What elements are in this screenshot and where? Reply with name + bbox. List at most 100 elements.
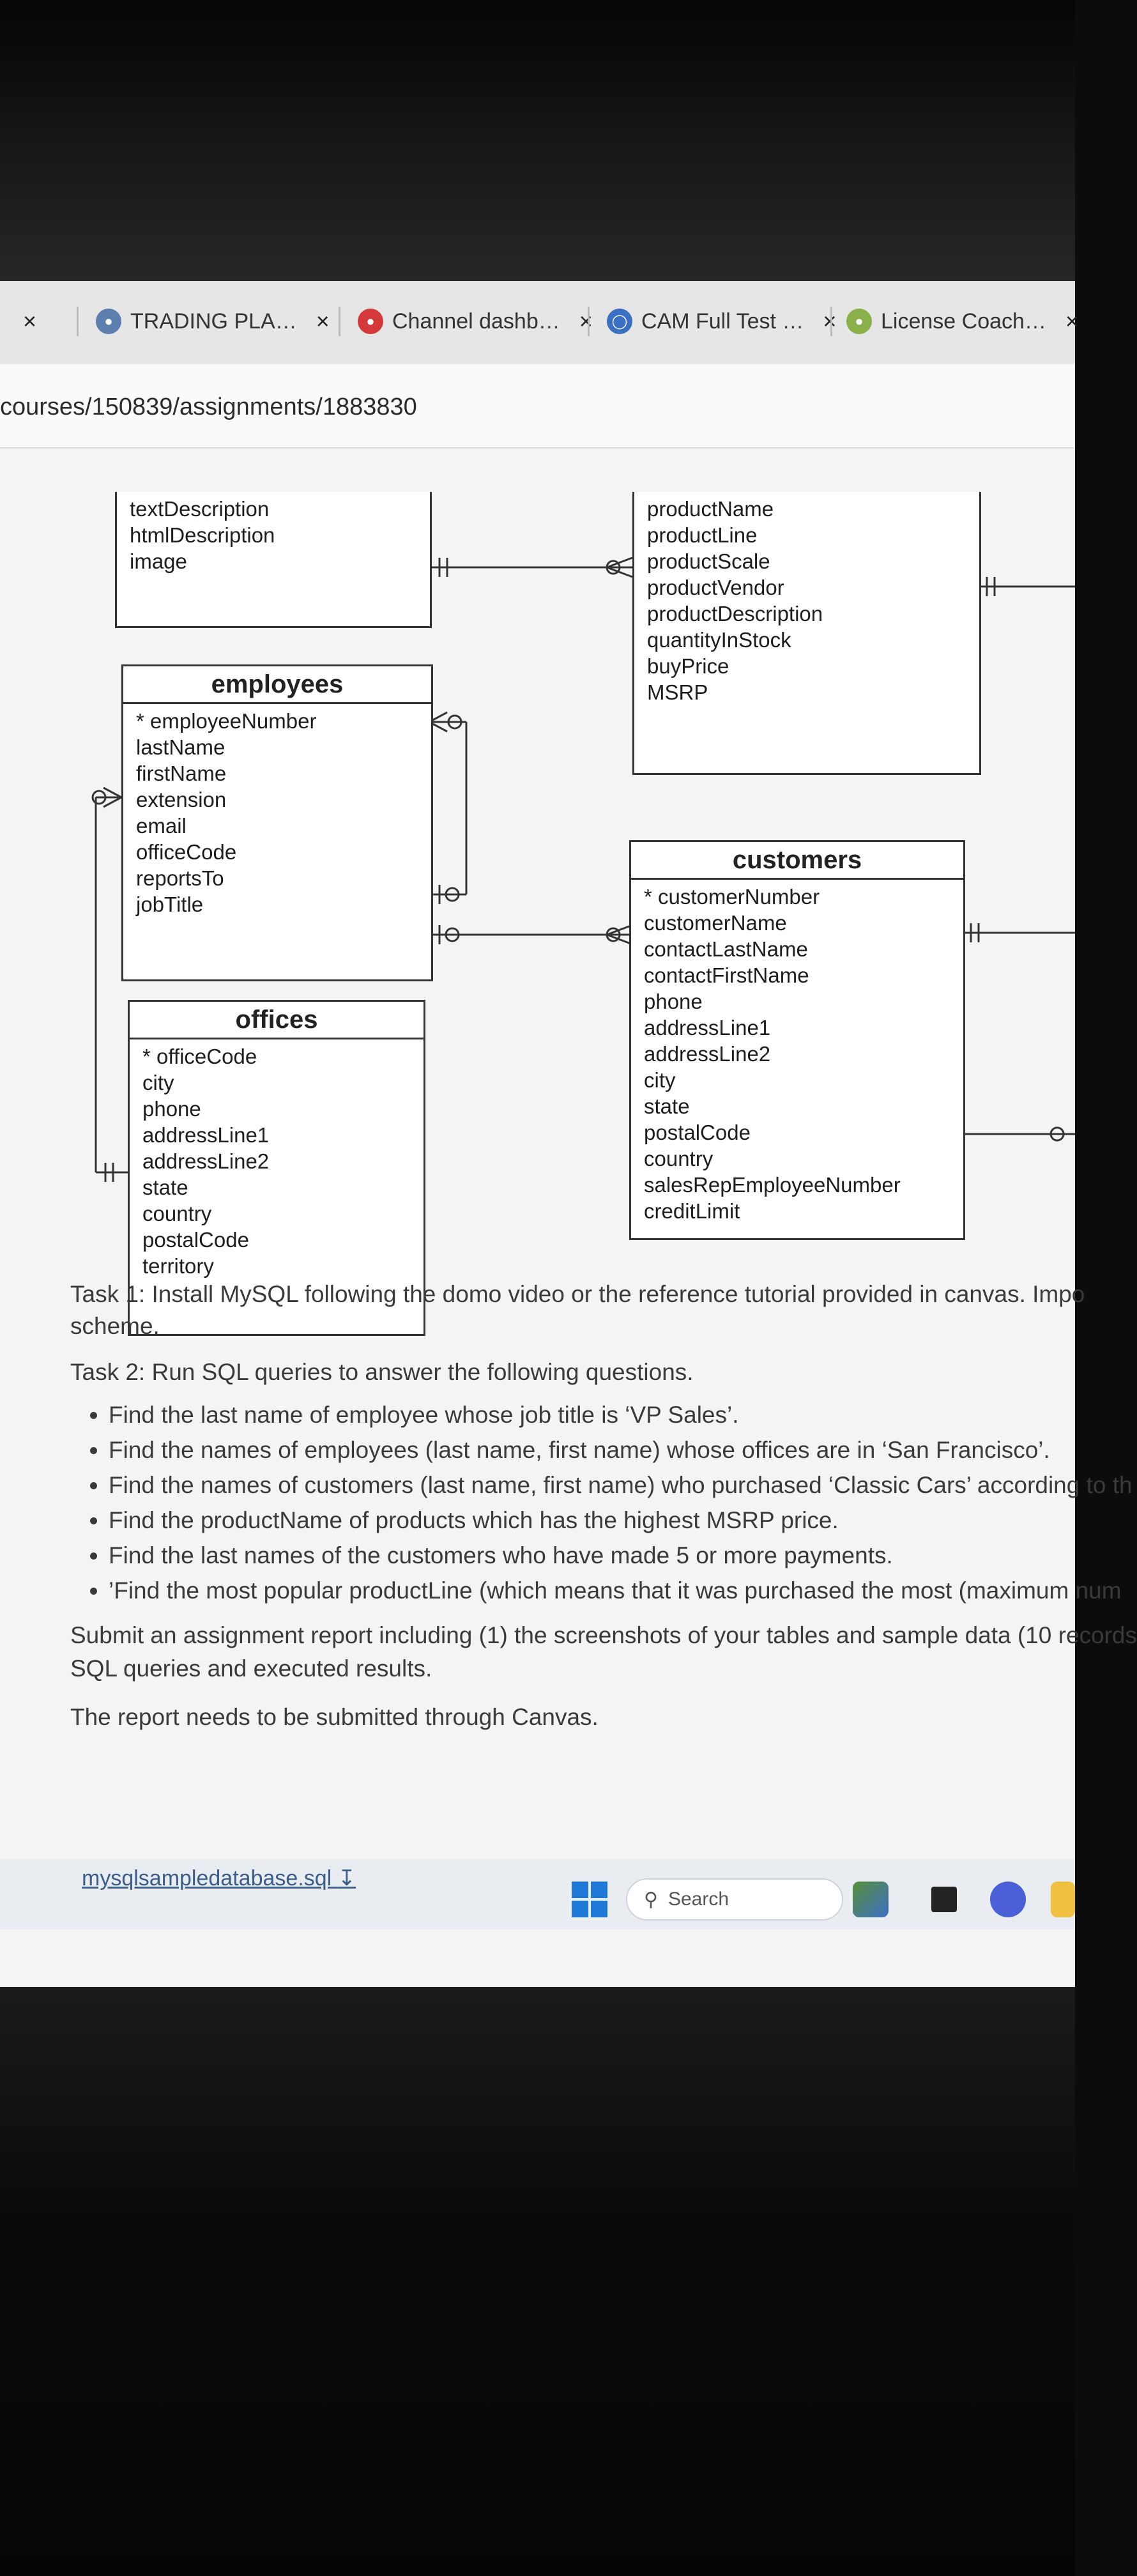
entity-field: image (130, 549, 187, 573)
widgets-icon[interactable] (853, 1882, 889, 1917)
download-link[interactable]: mysqlsampledatabase.sql ↧ (82, 1866, 356, 1891)
submit-continued: SQL queries and executed results. (70, 1655, 432, 1682)
entity-field: textDescription (130, 497, 270, 521)
entity-field: productDescription (647, 602, 823, 625)
close-icon[interactable]: × (23, 308, 37, 334)
tab-bar: × ● TRADING PLA… × ● Channel dashb… × ◯ … (0, 281, 1079, 364)
question-list: Find the last name of employee whose job… (70, 1397, 1133, 1608)
entity-field: phone (644, 990, 703, 1013)
file-link-label[interactable]: mysqlsampledatabase.sql (82, 1866, 332, 1890)
entity-field: jobTitle (136, 893, 204, 916)
entity-offices: offices * officeCode city phone addressLine… (128, 1000, 425, 1336)
entity-field: customerName (644, 911, 787, 935)
tab-label: License Coach… (881, 309, 1046, 334)
entity-field: contactLastName (644, 937, 808, 961)
close-icon[interactable]: × (316, 308, 330, 334)
entity-field: MSRP (647, 680, 708, 704)
download-icon[interactable]: ↧ (337, 1866, 356, 1890)
tab-trading-plan[interactable]: ● TRADING PLA… × (96, 305, 330, 337)
entity-field: state (142, 1176, 188, 1199)
search-icon: ⚲ (644, 1889, 658, 1910)
tab-license-coach[interactable]: ● License Coach… × (846, 305, 1079, 337)
entity-field: salesRepEmployeeNumber (644, 1173, 901, 1197)
entity-field: extension (136, 788, 227, 811)
tab-cam-full-test[interactable]: ◯ CAM Full Test … × (607, 305, 836, 337)
entity-field: productVendor (647, 576, 784, 599)
tab-separator (339, 307, 340, 336)
url-text[interactable]: courses/150839/assignments/1883830 (0, 394, 417, 420)
tab-label: CAM Full Test … (641, 309, 804, 334)
assignment-content: Task 1: Install MySQL following the domo… (70, 1281, 1137, 1731)
monitor-bezel-top (0, 0, 1075, 281)
address-bar[interactable] (0, 364, 1075, 448)
screen: × ● TRADING PLA… × ● Channel dashb… × ◯ … (0, 281, 1137, 1987)
entity-field: territory (142, 1254, 214, 1278)
question-item: Find the names of customers (last name, … (109, 1468, 1133, 1503)
tab-label: Channel dashb… (392, 309, 560, 334)
tab-separator (77, 307, 79, 336)
chat-icon[interactable] (990, 1882, 1026, 1917)
entity-field: productScale (647, 549, 770, 573)
globe-icon: ● (96, 309, 121, 334)
file-explorer-icon[interactable] (931, 1887, 957, 1912)
tab-channel-dashboard[interactable]: ● Channel dashb… × (358, 305, 593, 337)
entity-field: quantityInStock (647, 628, 791, 652)
entity-field: * employeeNumber (136, 709, 317, 733)
record-icon: ● (358, 309, 383, 334)
entity-field: firstName (136, 762, 227, 785)
task1-continued: scheme. (70, 1313, 160, 1339)
entity-field: state (644, 1094, 690, 1118)
close-icon[interactable]: × (823, 308, 837, 334)
entity-field: lastName (136, 735, 225, 759)
entity-field: postalCode (142, 1228, 249, 1252)
monitor-bezel-bottom (0, 1987, 1075, 2576)
entity-field: city (142, 1071, 174, 1094)
entity-field: addressLine2 (142, 1149, 270, 1173)
entity-field: email (136, 814, 187, 838)
entity-field: contactFirstName (644, 963, 809, 987)
entity-field: reportsTo (136, 866, 224, 890)
erd-connectors (91, 556, 1075, 1182)
taskbar-search[interactable]: ⚲ Search (626, 1878, 843, 1920)
question-item: Find the productName of products which h… (109, 1503, 1080, 1538)
coach-icon: ● (846, 309, 872, 334)
question-item: Find the names of employees (last name, … (109, 1432, 1080, 1468)
tab-separator (588, 307, 590, 336)
question-item: Find the last name of employee whose job… (109, 1397, 1080, 1432)
entity-field: phone (142, 1097, 201, 1121)
tab-label: TRADING PLA… (130, 309, 297, 334)
entity-title: offices (130, 1002, 424, 1039)
entity-field: * customerNumber (644, 885, 820, 908)
entity-title: customers (631, 842, 963, 880)
entity-field: productName (647, 497, 774, 521)
entity-field: postalCode (644, 1121, 751, 1144)
question-item: ’Find the most popular productLine (whic… (109, 1573, 1122, 1608)
task1-text: Task 1: Install MySQL following the domo… (70, 1281, 1085, 1307)
search-placeholder: Search (668, 1889, 729, 1910)
taskbar (0, 1859, 1075, 1929)
entity-field: buyPrice (647, 654, 729, 678)
entity-field: country (644, 1147, 713, 1170)
tab-partial[interactable]: × (13, 305, 36, 337)
windows-start-icon[interactable] (572, 1882, 607, 1917)
circle-icon: ◯ (607, 309, 632, 334)
entity-field: city (644, 1068, 676, 1092)
entity-field: creditLimit (644, 1199, 740, 1223)
close-icon[interactable]: × (1065, 308, 1079, 334)
entity-field: officeCode (136, 840, 237, 864)
task2-heading: Task 2: Run SQL queries to answer the fo… (70, 1359, 694, 1385)
entity-field: * officeCode (142, 1045, 257, 1068)
folder-icon[interactable] (1051, 1882, 1075, 1917)
entity-field: addressLine1 (644, 1016, 771, 1039)
entity-field: country (142, 1202, 212, 1225)
report-note: The report needs to be submitted through… (70, 1704, 599, 1730)
